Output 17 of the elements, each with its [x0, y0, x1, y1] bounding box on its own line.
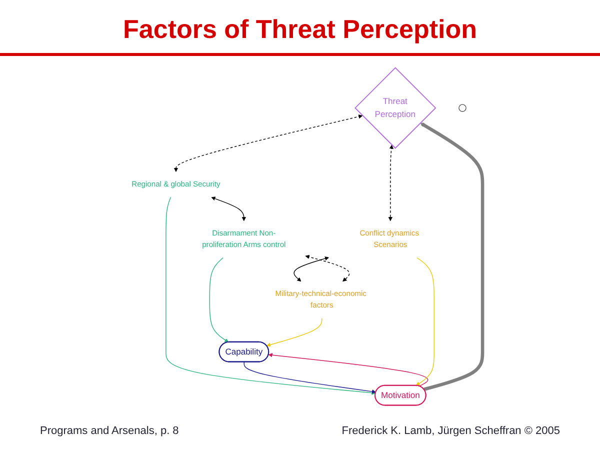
arrow — [420, 122, 484, 391]
arrow — [209, 257, 229, 342]
arrow — [294, 256, 329, 282]
node-diamond: Threat Perception — [354, 67, 436, 149]
arrow — [416, 257, 434, 386]
arrow — [268, 353, 428, 386]
title: Factors of Threat Perception — [0, 0, 600, 56]
arrow — [174, 114, 363, 172]
arrow — [166, 196, 376, 395]
arrow — [388, 144, 394, 222]
node-circle — [458, 104, 466, 112]
footer-note: Frederick K. Lamb, Jürgen Scheffran © 2005 — [342, 425, 560, 437]
arrow — [305, 254, 350, 282]
footer-note: Programs and Arsenals, p. 8 — [40, 425, 179, 437]
arrow — [266, 318, 322, 347]
arrow — [244, 362, 376, 394]
arrow — [211, 196, 246, 222]
